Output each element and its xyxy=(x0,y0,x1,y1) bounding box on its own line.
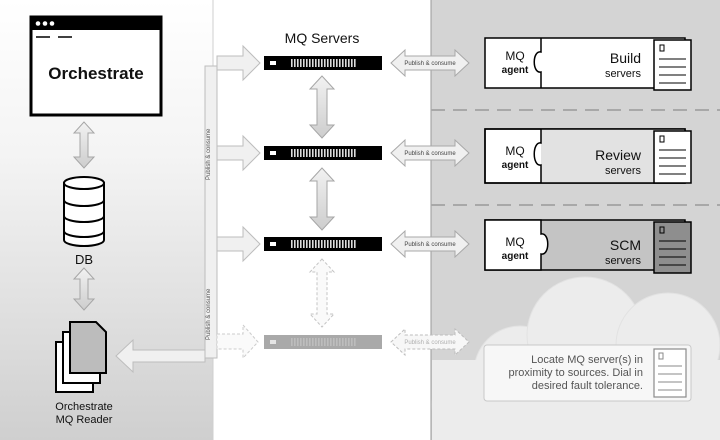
mq-reader-documents-icon xyxy=(55,321,107,393)
server-name: SCM xyxy=(610,237,641,253)
bidirectional-arrow-optional xyxy=(308,258,336,328)
server-tower-icon xyxy=(653,130,692,184)
db-label: DB xyxy=(75,252,93,267)
bidirectional-arrow xyxy=(72,121,96,169)
publish-consume-label: Publish & consume xyxy=(404,340,456,346)
server-sub: servers xyxy=(605,165,642,177)
bidirectional-arrow xyxy=(308,167,336,231)
database-icon xyxy=(63,176,105,247)
publish-consume-arrow xyxy=(390,138,470,168)
server-sub: servers xyxy=(605,68,642,80)
server-sub: servers xyxy=(605,255,642,267)
note-line3: desired fault tolerance. xyxy=(532,380,643,392)
agent-label-line1: MQ xyxy=(505,144,524,158)
publish-consume-arrow-optional xyxy=(390,327,470,357)
server-name: Review xyxy=(595,147,642,163)
mq-servers-title: MQ Servers xyxy=(285,30,360,46)
publish-consume-arrow xyxy=(390,229,470,259)
mq-server-unit xyxy=(264,237,382,251)
note-box xyxy=(483,344,692,402)
mq-server-unit xyxy=(264,146,382,160)
server-tower-icon xyxy=(653,348,687,398)
agent-label-line1: MQ xyxy=(505,235,524,249)
reader-label-line1: Orchestrate xyxy=(55,401,112,413)
note-line2: proximity to sources. Dial in xyxy=(509,367,644,379)
publish-consume-label: Publish & consume xyxy=(404,151,456,157)
reader-label-line2: MQ Reader xyxy=(56,414,113,426)
server-name: Build xyxy=(610,50,641,66)
server-tower-icon xyxy=(653,39,692,91)
orchestrate-window xyxy=(29,15,163,117)
publish-consume-label: Publish & consume xyxy=(404,242,456,248)
agent-label-line2: agent xyxy=(502,65,529,76)
mq-server-unit xyxy=(264,56,382,70)
orchestrate-label: Orchestrate xyxy=(48,64,143,83)
publish-consume-label: Publish & consume xyxy=(206,288,212,340)
publish-consume-bus xyxy=(115,44,261,374)
server-tower-icon xyxy=(653,221,692,274)
mq-server-unit-optional xyxy=(264,335,382,349)
note-line1: Locate MQ server(s) in xyxy=(531,354,643,366)
publish-consume-label: Publish & consume xyxy=(206,128,212,180)
bidirectional-arrow xyxy=(308,75,336,139)
publish-consume-label: Publish & consume xyxy=(404,61,456,67)
publish-consume-arrow xyxy=(390,48,470,78)
agent-label-line2: agent xyxy=(502,251,529,262)
agent-label-line1: MQ xyxy=(505,49,524,63)
scm-agent-block xyxy=(484,219,686,271)
agent-label-line2: agent xyxy=(502,160,529,171)
bidirectional-arrow xyxy=(72,267,96,311)
build-agent-block xyxy=(484,37,686,89)
